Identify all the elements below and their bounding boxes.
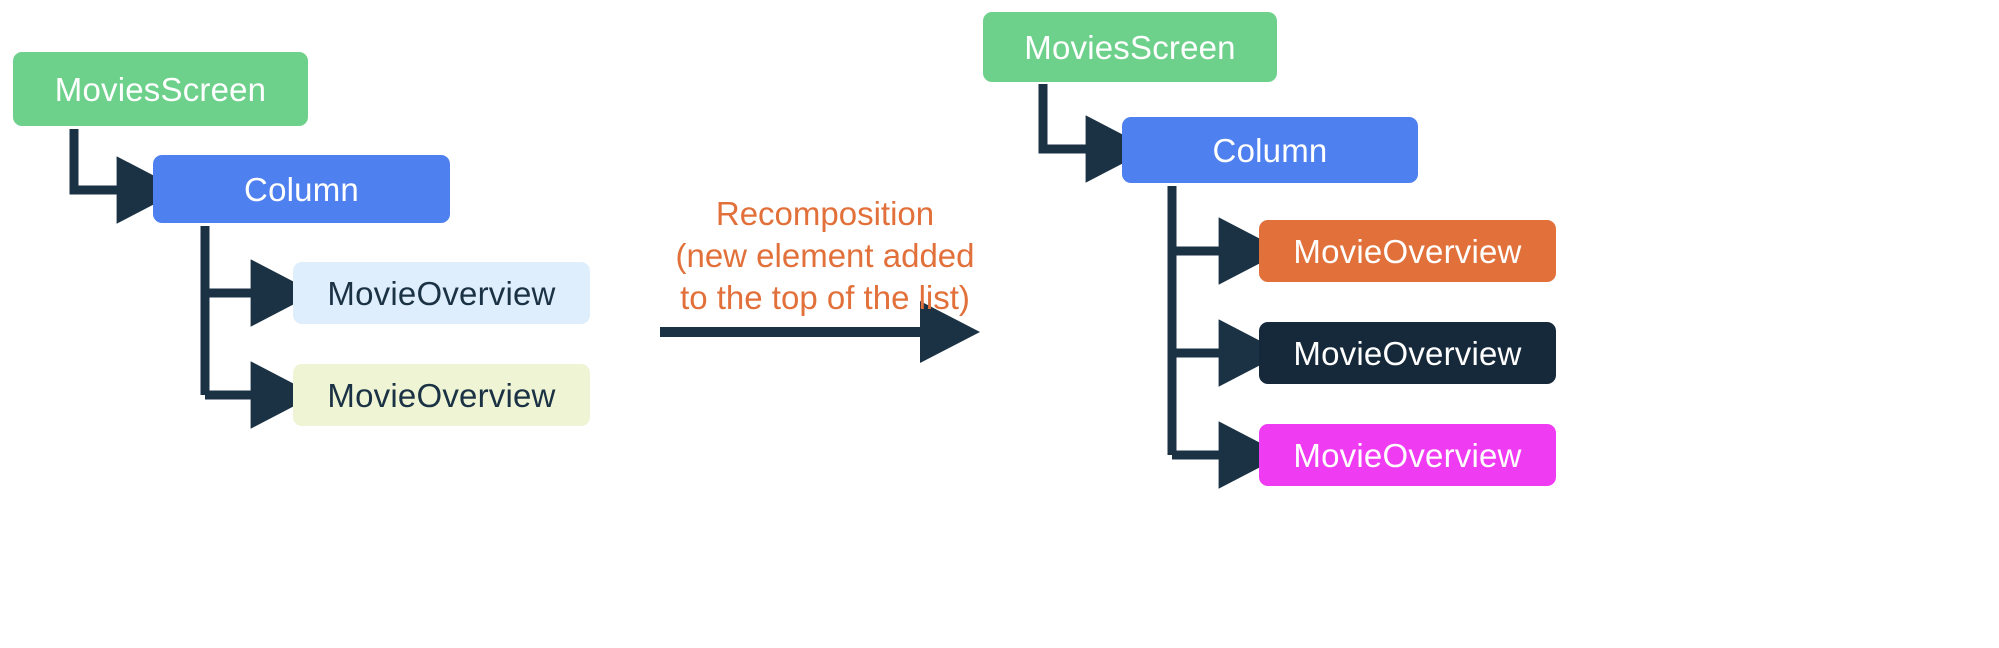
- node-label: MovieOverview: [327, 274, 556, 312]
- node-after-column[interactable]: Column: [1122, 117, 1418, 183]
- node-label: Column: [1212, 131, 1328, 169]
- node-label: MovieOverview: [327, 376, 556, 414]
- node-label: MovieOverview: [1293, 232, 1522, 270]
- transition-caption: Recomposition (new element added to the …: [660, 193, 990, 320]
- transition-caption-line-3: to the top of the list): [680, 279, 970, 317]
- node-after-movie-overview-1[interactable]: MovieOverview: [1259, 220, 1556, 282]
- node-after-movie-overview-2[interactable]: MovieOverview: [1259, 322, 1556, 384]
- transition-caption-line-1: Recomposition: [715, 195, 935, 232]
- node-after-movies-screen[interactable]: MoviesScreen: [983, 12, 1277, 82]
- edge-right-root-to-column: [1038, 84, 1151, 183]
- node-label: MovieOverview: [1293, 334, 1522, 372]
- node-label: MoviesScreen: [54, 70, 267, 108]
- node-label: MoviesScreen: [1024, 28, 1236, 66]
- edge-left-root-to-column: [69, 129, 182, 224]
- node-before-movie-overview-1[interactable]: MovieOverview: [293, 262, 590, 324]
- node-before-column[interactable]: Column: [153, 155, 450, 223]
- node-label: MovieOverview: [1293, 436, 1522, 474]
- node-before-movie-overview-2[interactable]: MovieOverview: [293, 364, 590, 426]
- node-after-movie-overview-3[interactable]: MovieOverview: [1259, 424, 1556, 486]
- node-label: Column: [244, 170, 359, 208]
- node-before-movies-screen[interactable]: MoviesScreen: [13, 52, 308, 126]
- transition-caption-line-2: (new element added: [675, 237, 975, 275]
